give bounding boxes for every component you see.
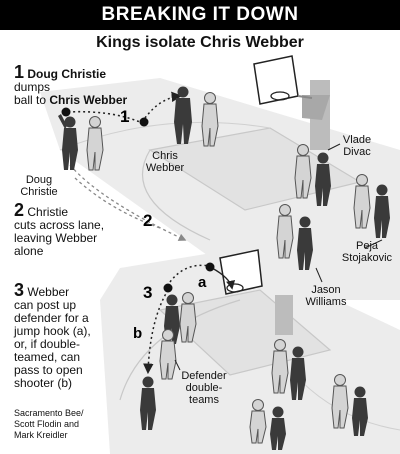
step-3-number: 3 xyxy=(14,280,25,300)
step-3-line-8: shooter (b) xyxy=(14,376,73,390)
step-3-line-1: Webber xyxy=(27,285,70,299)
defender-christie xyxy=(86,116,104,171)
path-marker-b: b xyxy=(133,325,142,342)
defender-webber xyxy=(201,92,219,147)
player-lower-right-2 xyxy=(352,386,368,436)
step-1: 1 Doug Christie dumps ball to Chris Webb… xyxy=(14,63,144,107)
path-marker-a: a xyxy=(198,274,207,291)
step-2-line-1: Christie xyxy=(27,205,69,219)
step-1-player-b: Chris Webber xyxy=(49,93,128,107)
player-lower-right-1 xyxy=(290,346,306,400)
step-2-line-2: cuts across lane, xyxy=(14,218,105,232)
defender-williams xyxy=(276,204,294,259)
defender-double-team xyxy=(159,329,177,380)
player-jason-williams xyxy=(297,216,313,270)
defender-lower-2 xyxy=(331,374,349,429)
step-3: 3 Webber can post up defender for a jump… xyxy=(14,281,124,390)
step-2: 2 Christie cuts across lane, leaving Web… xyxy=(14,201,134,258)
step-1-player-a: Doug Christie xyxy=(27,67,107,81)
path-marker-3: 3 xyxy=(143,283,152,302)
player-vlade-divac xyxy=(315,152,331,206)
defender-lower-1 xyxy=(271,339,289,394)
step-1-verb: dumps xyxy=(14,80,51,94)
subtitle: Kings isolate Chris Webber xyxy=(96,34,304,51)
path-marker-2: 2 xyxy=(143,211,152,230)
step-2-line-4: alone xyxy=(14,244,44,258)
header-title: BREAKING IT DOWN xyxy=(101,4,299,25)
step-3-line-5: or, if double- xyxy=(14,337,81,351)
player-peja-stojakovic xyxy=(374,184,390,238)
step-1-text: ball to xyxy=(14,93,47,107)
step-3-line-2: can post up xyxy=(14,298,77,312)
player-doug-christie xyxy=(58,114,78,170)
defender-post-1 xyxy=(179,292,197,343)
player-chris-webber xyxy=(174,86,192,144)
defender-stojakovic xyxy=(353,174,371,229)
player-lower-right-3 xyxy=(270,406,286,450)
defender-divac xyxy=(294,144,312,199)
step-1-number: 1 xyxy=(14,62,25,82)
step-2-number: 2 xyxy=(14,200,25,220)
path-dots xyxy=(61,107,215,293)
player-open-shooter xyxy=(140,376,156,430)
upper-basket xyxy=(253,55,330,150)
path-marker-1: 1 xyxy=(120,107,129,126)
step-3-line-6: teamed, can xyxy=(14,350,81,364)
header-bar: BREAKING IT DOWN xyxy=(0,0,400,32)
step-3-line-4: jump hook (a), xyxy=(14,324,91,338)
step-3-line-7: pass to open xyxy=(14,363,83,377)
step-3-line-3: defender for a xyxy=(14,311,89,325)
step-2-line-3: leaving Webber xyxy=(14,231,98,245)
defender-lower-3 xyxy=(249,399,267,444)
